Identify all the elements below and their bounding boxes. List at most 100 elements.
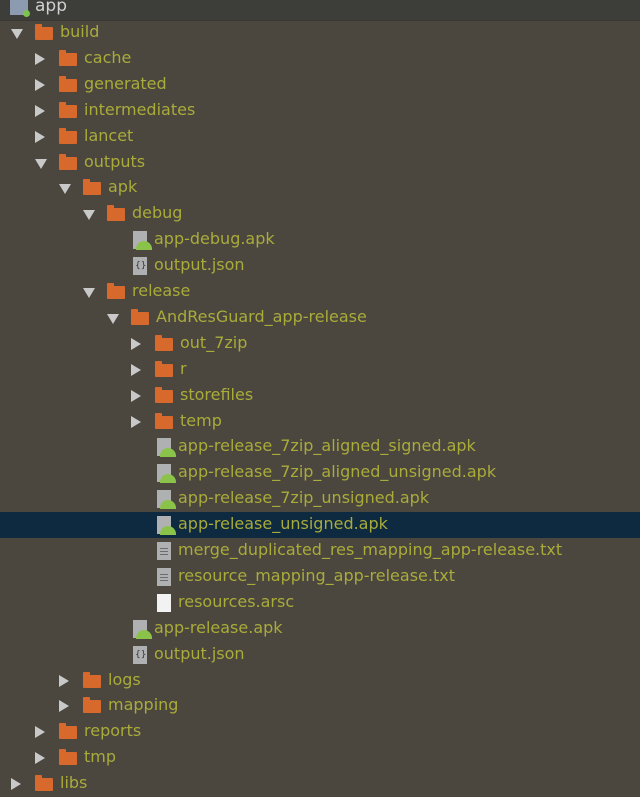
chevron-down-icon[interactable] <box>83 288 95 298</box>
chevron-right-icon[interactable] <box>11 778 21 791</box>
tree-item-label: cache <box>84 47 132 67</box>
txt-file-icon <box>157 542 171 560</box>
folder-icon <box>59 75 77 92</box>
folder-icon <box>155 412 173 429</box>
json-file-icon <box>133 645 147 664</box>
tree-item-label: release <box>132 281 191 300</box>
chevron-right-icon[interactable] <box>131 337 141 350</box>
tree-item-label: intermediates <box>84 99 196 119</box>
tree-item-outputs[interactable]: outputs <box>0 150 640 176</box>
chevron-right-icon[interactable] <box>59 700 69 713</box>
folder-icon <box>83 671 101 688</box>
folder-icon <box>35 24 53 40</box>
tree-item-label: output.json <box>154 643 245 663</box>
tree-item-intermediates[interactable]: intermediates <box>0 98 640 124</box>
apk-file-icon <box>157 516 176 536</box>
apk-file-icon <box>133 231 152 251</box>
tree-item-generated[interactable]: generated <box>0 72 640 98</box>
chevron-right-icon[interactable] <box>131 389 141 402</box>
chevron-down-icon[interactable] <box>35 158 47 169</box>
chevron-down-icon[interactable] <box>11 29 23 39</box>
tree-item-label: out_7zip <box>180 332 248 352</box>
folder-icon <box>59 723 77 740</box>
tree-item-label: app-release_7zip_unsigned.apk <box>178 488 430 508</box>
folder-icon <box>83 179 101 196</box>
folder-icon <box>155 334 173 351</box>
tree-item-storefiles[interactable]: storefiles <box>0 383 640 409</box>
chevron-right-icon[interactable] <box>35 130 45 143</box>
tree-item-label: resource_mapping_app-release.txt <box>178 565 455 585</box>
folder-icon <box>107 283 125 299</box>
folder-icon <box>59 101 77 118</box>
chevron-down-icon[interactable] <box>59 184 71 195</box>
chevron-right-icon[interactable] <box>35 52 45 65</box>
tree-item-app-release-7zip-aligned-signed-apk[interactable]: app-release_7zip_aligned_signed.apk <box>0 434 640 460</box>
tree-item-label: temp <box>180 410 222 430</box>
tree-item-merge-duplicated-res-mapping-app-release-txt[interactable]: merge_duplicated_res_mapping_app-release… <box>0 538 640 564</box>
chevron-down-icon[interactable] <box>107 313 119 324</box>
folder-icon <box>59 153 77 170</box>
chevron-right-icon[interactable] <box>35 752 45 765</box>
tree-item-tmp[interactable]: tmp <box>0 745 640 771</box>
tree-item-andresguard-app-release[interactable]: AndResGuard_app-release <box>0 305 640 331</box>
tree-item-app-release-unsigned-apk[interactable]: app-release_unsigned.apk <box>0 512 640 539</box>
tree-item-libs[interactable]: libs <box>0 771 640 797</box>
tree-item-label: tmp <box>84 747 117 767</box>
chevron-right-icon[interactable] <box>35 726 45 739</box>
tree-item-debug[interactable]: debug <box>0 201 640 227</box>
tree-item-label: app-debug.apk <box>154 229 275 249</box>
tree-item-logs[interactable]: logs <box>0 668 640 694</box>
tree-item-reports[interactable]: reports <box>0 719 640 745</box>
tree-item-r[interactable]: r <box>0 357 640 383</box>
tree-item-temp[interactable]: temp <box>0 409 640 435</box>
tree-item-lancet[interactable]: lancet <box>0 124 640 150</box>
chevron-right-icon[interactable] <box>131 415 141 428</box>
tree-item-resource-mapping-app-release-txt[interactable]: resource_mapping_app-release.txt <box>0 564 640 590</box>
folder-icon <box>59 127 77 144</box>
tree-item-label: libs <box>60 773 88 793</box>
folder-icon <box>83 697 101 714</box>
folder-icon <box>131 308 149 325</box>
tree-item-label: app-release_unsigned.apk <box>178 514 388 534</box>
tree-item-label: storefiles <box>180 384 254 404</box>
apk-file-icon <box>157 464 176 484</box>
chevron-right-icon[interactable] <box>35 104 45 117</box>
tree-item-app-release-7zip-unsigned-apk[interactable]: app-release_7zip_unsigned.apk <box>0 486 640 512</box>
tree-item-cache[interactable]: cache <box>0 46 640 72</box>
tree-item-app-release-7zip-aligned-unsigned-apk[interactable]: app-release_7zip_aligned_unsigned.apk <box>0 460 640 486</box>
chevron-right-icon[interactable] <box>35 78 45 91</box>
tree-item-label: debug <box>132 203 183 223</box>
tree-item-app[interactable]: app <box>0 0 640 21</box>
tree-item-build[interactable]: build <box>0 20 640 46</box>
tree-item-label: app-release_7zip_aligned_signed.apk <box>178 436 476 456</box>
tree-item-out-7zip[interactable]: out_7zip <box>0 331 640 357</box>
folder-icon <box>35 775 53 792</box>
tree-item-label: app-release_7zip_aligned_unsigned.apk <box>178 462 497 482</box>
tree-item-label: app <box>35 0 67 16</box>
folder-icon <box>59 749 77 766</box>
tree-item-label: output.json <box>154 255 245 275</box>
tree-item-release[interactable]: release <box>0 279 640 305</box>
chevron-right-icon[interactable] <box>59 674 69 687</box>
tree-item-apk[interactable]: apk <box>0 175 640 201</box>
tree-item-resources-arsc[interactable]: resources.arsc <box>0 590 640 616</box>
chevron-right-icon[interactable] <box>131 363 141 376</box>
txt-file-icon <box>157 567 171 586</box>
tree-item-mapping[interactable]: mapping <box>0 693 640 719</box>
tree-item-label: outputs <box>84 151 146 171</box>
json-file-icon <box>133 257 147 276</box>
tree-item-output-json[interactable]: output.json <box>0 253 640 279</box>
tree-item-app-debug-apk[interactable]: app-debug.apk <box>0 227 640 253</box>
folder-icon <box>59 49 77 66</box>
tree-item-label: r <box>180 358 187 378</box>
tree-item-output-json[interactable]: output.json <box>0 642 640 668</box>
tree-item-label: AndResGuard_app-release <box>156 306 367 326</box>
tree-item-label: reports <box>84 721 142 741</box>
tree-item-app-release-apk[interactable]: app-release.apk <box>0 616 640 642</box>
folder-icon <box>155 360 173 377</box>
apk-file-icon <box>157 438 176 458</box>
apk-file-icon <box>133 619 152 639</box>
chevron-down-icon[interactable] <box>83 210 95 221</box>
tree-item-label: logs <box>108 669 141 689</box>
tree-item-label: lancet <box>84 125 134 145</box>
